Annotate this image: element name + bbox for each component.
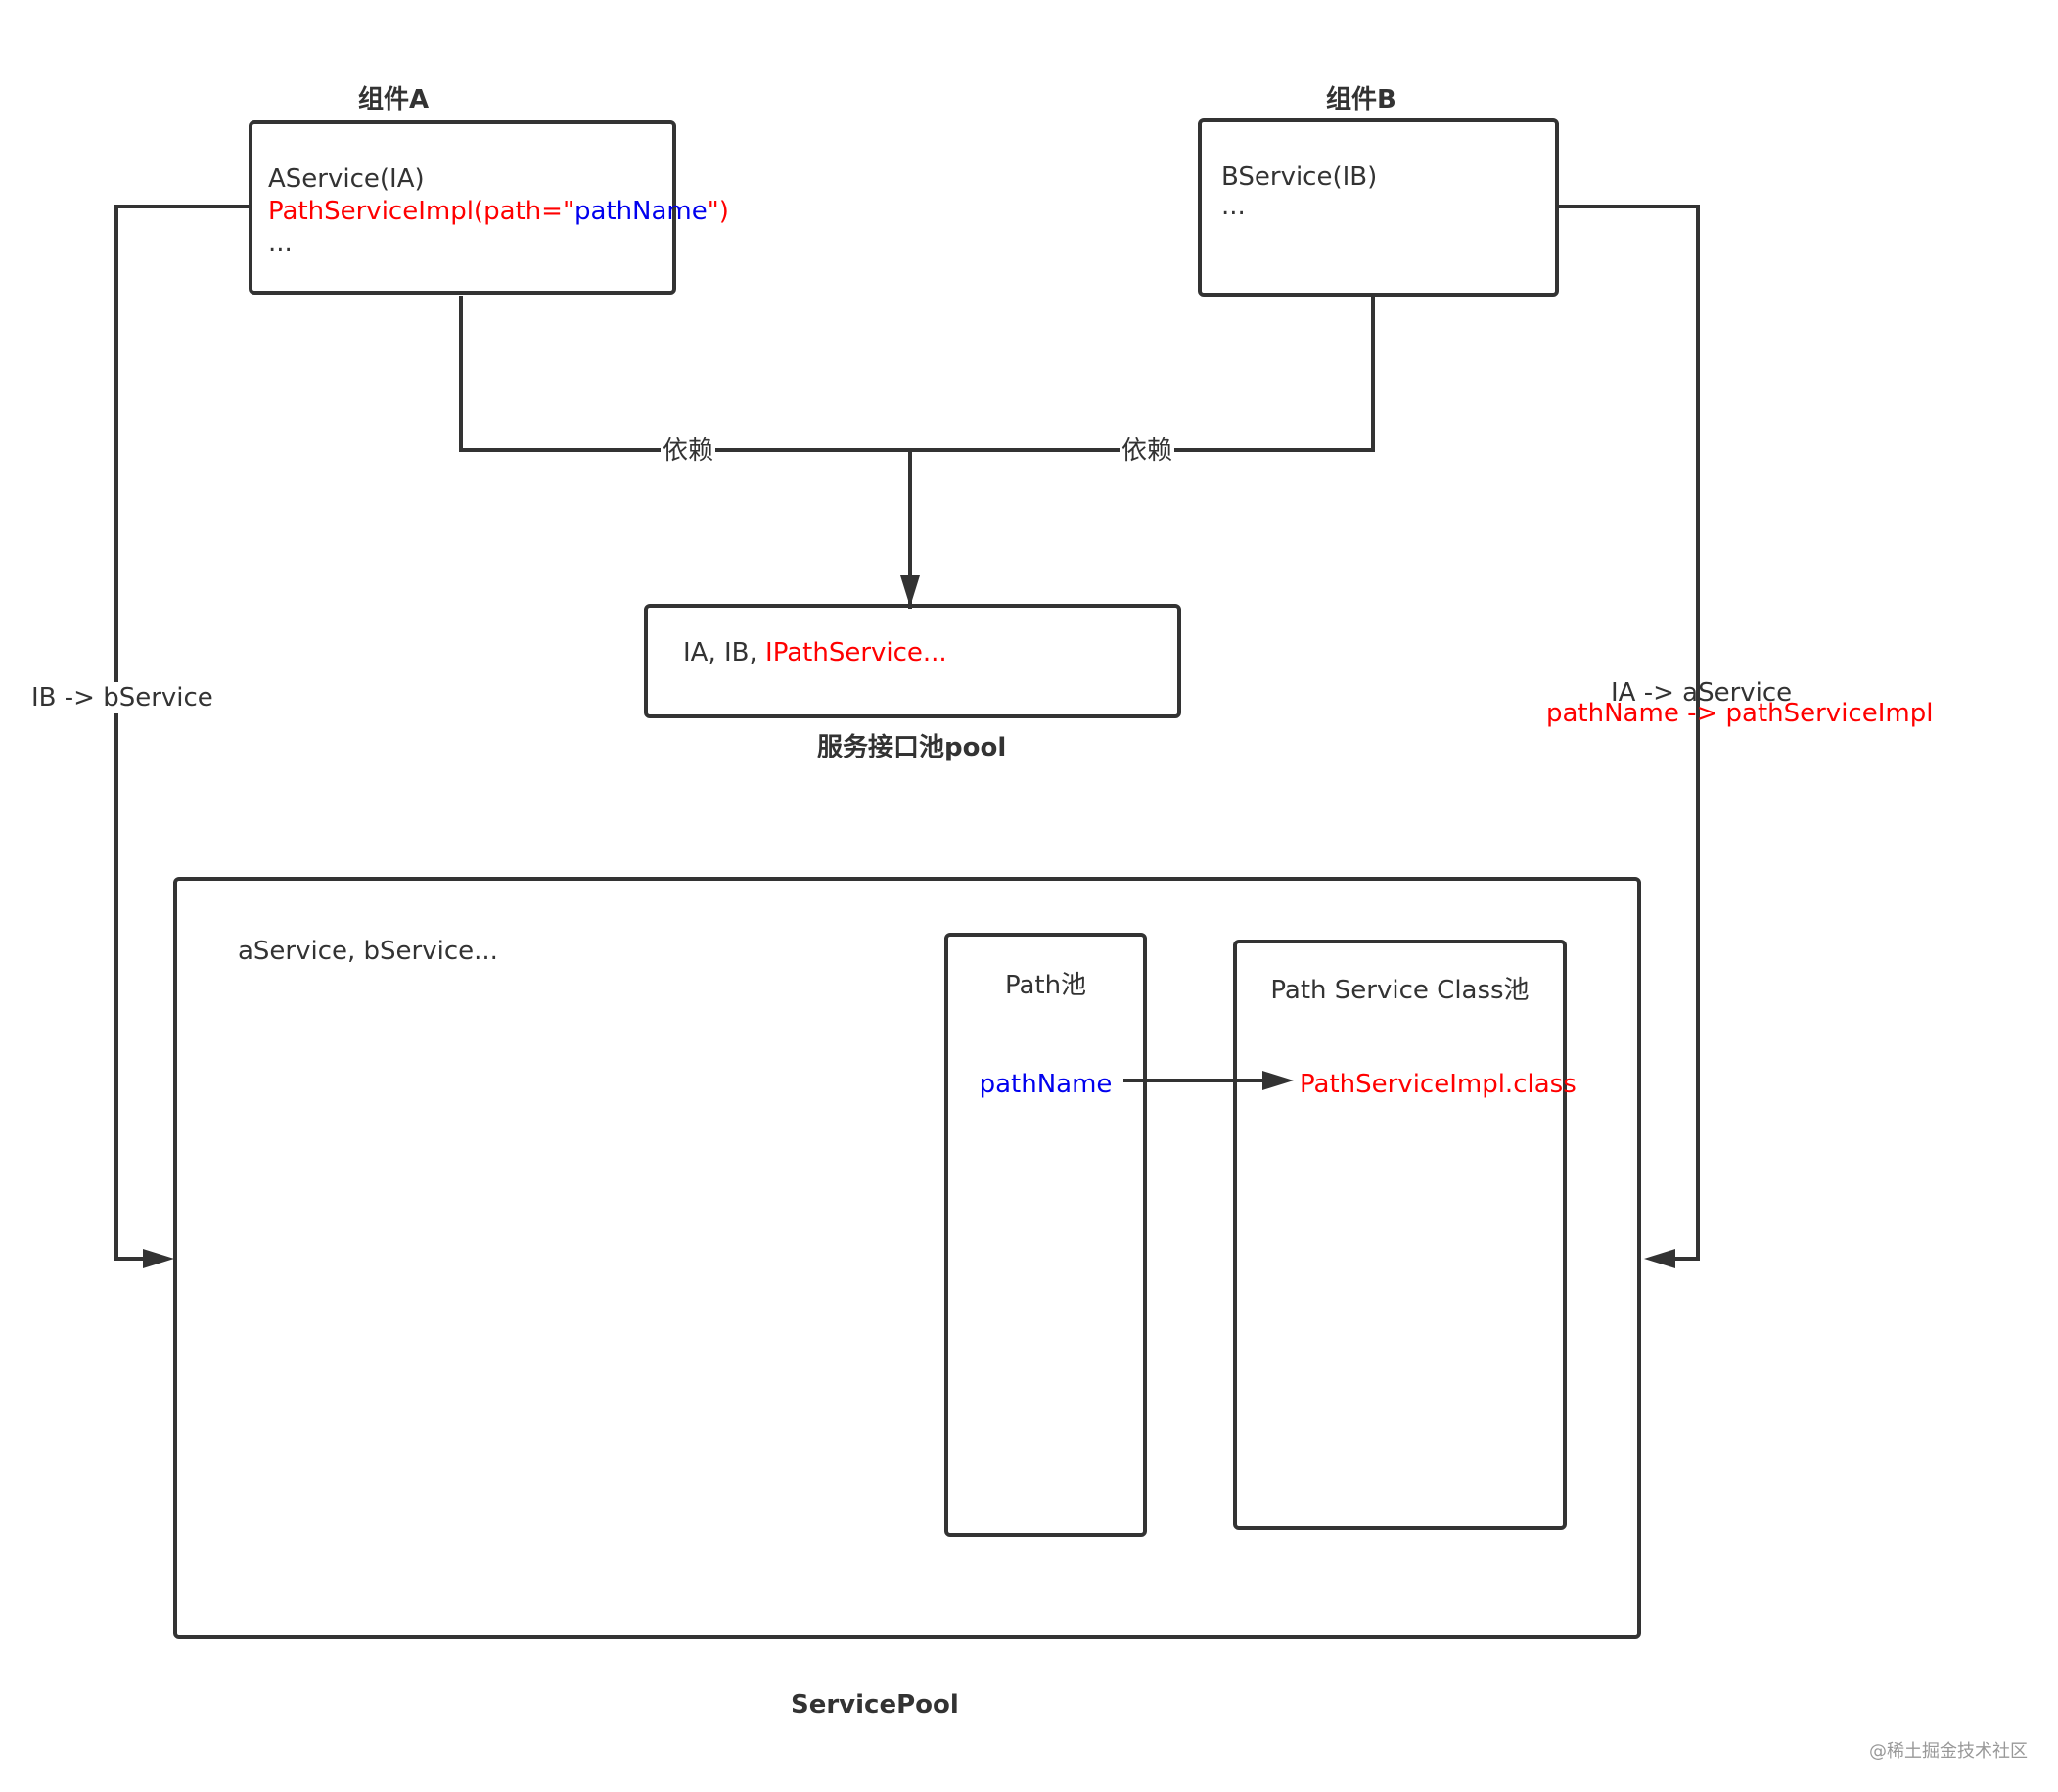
- dependency-label-left: 依赖: [661, 436, 716, 467]
- right-connector-label-2: pathName -> pathServiceImpl: [1546, 699, 1934, 728]
- interface-pool-content: IA, IB, IPathService...: [683, 637, 947, 668]
- component-a-path-service-line: PathServiceImpl(path="pathName"): [268, 196, 729, 227]
- path-name-text: pathName: [573, 197, 708, 226]
- path-pool-box: Path池 pathName: [944, 933, 1147, 1537]
- path-mapping-arrowhead: [1262, 1071, 1294, 1090]
- component-a-ellipsis: ...: [268, 228, 293, 257]
- interface-list: IA, IB,: [683, 638, 757, 667]
- interface-pool-box: IA, IB, IPathService...: [644, 604, 1181, 718]
- left-connector-arrowhead: [143, 1249, 174, 1268]
- interface-pool-title: 服务接口池pool: [817, 733, 1007, 762]
- path-service-impl-close: "): [707, 197, 729, 226]
- path-service-impl-text: PathServiceImpl(path=": [268, 197, 574, 226]
- class-pool-box: Path Service Class池 PathServiceImpl.clas…: [1233, 940, 1577, 1530]
- component-b-service: BService(IB): [1221, 162, 1378, 192]
- component-a-title: 组件A: [358, 85, 430, 115]
- dependency-arrowhead: [900, 575, 920, 607]
- right-connector-line: [1557, 205, 1700, 1261]
- service-pool-title: ServicePool: [791, 1690, 959, 1720]
- path-service-interface: IPathService...: [765, 638, 947, 667]
- component-b-ellipsis: ...: [1221, 192, 1246, 221]
- dependency-label-right: 依赖: [1120, 436, 1175, 467]
- component-a-service: AService(IA): [268, 164, 425, 194]
- component-b-title: 组件B: [1326, 85, 1396, 115]
- left-connector-line: [114, 205, 249, 1261]
- right-connector-arrowhead: [1644, 1249, 1675, 1268]
- dependency-line-a: [459, 296, 910, 452]
- path-pool-title: Path池: [1004, 971, 1087, 1000]
- class-pool-item: PathServiceImpl.class: [1300, 1070, 1577, 1099]
- service-pool-box: aService, bService...: [173, 877, 1641, 1639]
- component-a-box: AService(IA) PathServiceImpl(path="pathN…: [249, 120, 729, 295]
- dependency-line-b: [910, 296, 1375, 452]
- watermark: @稀土掘金技术社区: [1869, 1741, 2028, 1762]
- right-connector-label-1: IA -> aService: [1611, 678, 1793, 708]
- service-pool-content: aService, bService...: [238, 937, 498, 966]
- left-connector-label: IB -> bService: [29, 682, 215, 713]
- component-b-box: BService(IB) ...: [1198, 118, 1559, 297]
- class-pool-title: Path Service Class池: [1270, 976, 1530, 1005]
- path-pool-item: pathName: [979, 1070, 1113, 1099]
